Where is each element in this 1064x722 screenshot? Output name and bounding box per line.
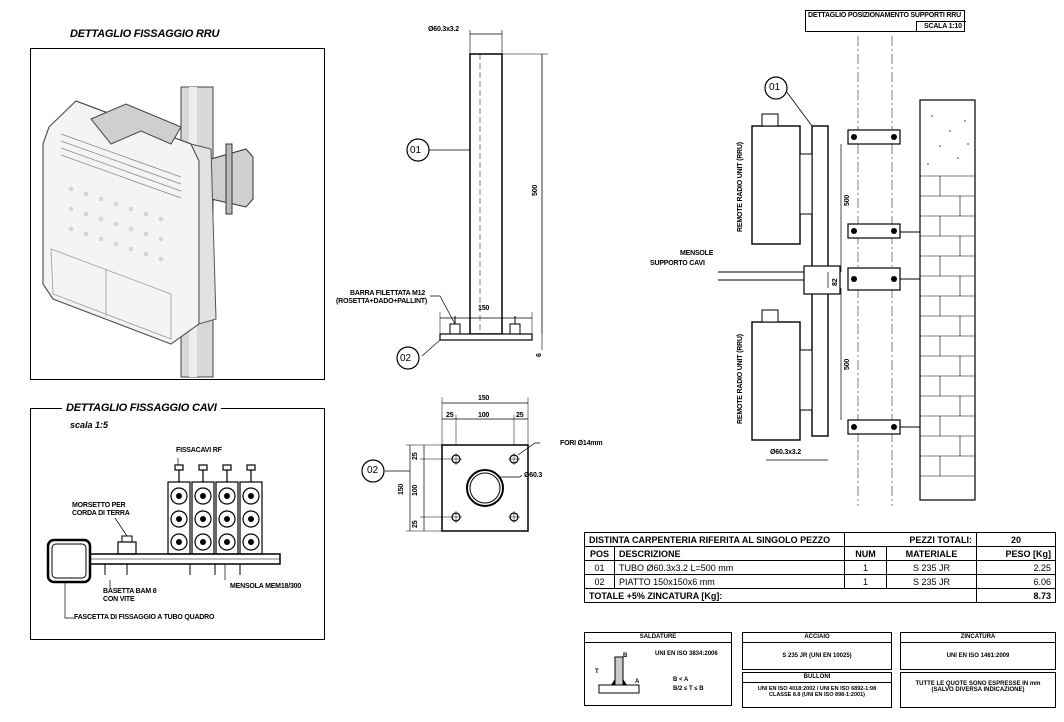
positioning-dim-top: 500 (844, 194, 851, 206)
zincatura-box: ZINCATURA UNI EN ISO 1461:2009 (900, 632, 1056, 670)
saldature-title: SALDATURE (585, 633, 731, 643)
bom-cell: 2.25 (976, 560, 1056, 575)
bom-total-label: PEZZI TOTALI: (844, 532, 977, 547)
saldature-b: B (623, 653, 628, 659)
quote-line-1: TUTTE LE QUOTE SONO ESPRESSE IN mm (915, 681, 1041, 687)
label-basetta-1: BASETTA BAM 8 (103, 588, 157, 595)
pipe-diameter-label: Ø60.3x3.2 (428, 26, 459, 33)
bom-cell: 01 (584, 560, 615, 575)
rru-label-top: REMOTE RADIO UNIT (RRU) (737, 142, 744, 232)
bom-table: DISTINTA CARPENTERIA RIFERITA AL SINGOLO… (584, 532, 1056, 603)
plate-v-dim-total: 150 (398, 483, 405, 495)
label-morsetto-2: CORDA DI TERRA (72, 510, 130, 517)
pipe-marker-01: 01 (410, 145, 422, 156)
quote-box: TUTTE LE QUOTE SONO ESPRESSE IN mm (SALV… (900, 672, 1056, 708)
plate-marker-circle (361, 459, 385, 483)
saldature-formula-2: B/2 ≤ T ≤ B (673, 686, 704, 692)
bom-header-weight: PESO [Kg] (976, 546, 1056, 561)
plate-v-dim-bot: 25 (412, 520, 419, 528)
saldature-box: SALDATURE UNI EN ISO 3834:2006 B T A B <… (584, 632, 732, 706)
plate-marker: 02 (367, 465, 379, 476)
pipe-marker-02: 02 (400, 353, 412, 364)
bom-header-num: NUM (844, 546, 887, 561)
positioning-dim-bottom: 500 (844, 358, 851, 370)
label-basetta-2: CON VITE (103, 596, 135, 603)
pipe-height-dim: 500 (532, 184, 539, 196)
bom-cell: 02 (584, 574, 615, 589)
bom-cell: S 235 JR (886, 560, 977, 575)
rru-illustration (42, 86, 254, 378)
bom-total-value: 20 (976, 532, 1056, 547)
rod-label-1: BARRA FILETTATA M12 (350, 290, 426, 297)
bom-cell: 1 (844, 574, 887, 589)
plate-dim-right: 25 (516, 412, 524, 419)
cable-detail-drawing (46, 458, 281, 619)
saldature-standard: UNI EN ISO 3834:2006 (655, 651, 718, 657)
bom-footer-value: 8.73 (976, 588, 1056, 603)
cable-detail-scale: scala 1:5 (70, 420, 109, 430)
positioning-title-block: DETTAGLIO POSIZIONAMENTO SUPPORTI RRU SC… (805, 10, 966, 32)
saldature-a: A (635, 679, 640, 685)
label-mensola: MENSOLA MEM18/300 (230, 583, 302, 590)
positioning-pipe-label: Ø60.3x3.2 (770, 449, 801, 456)
positioning-marker-circle (764, 76, 788, 100)
positioning-title: DETTAGLIO POSIZIONAMENTO SUPPORTI RRU (808, 12, 961, 19)
plate-dim-mid: 100 (478, 412, 490, 419)
bom-header-desc: DESCRIZIONE (614, 546, 845, 561)
plate-dim-left: 25 (446, 412, 454, 419)
bulloni-box: BULLONI UNI EN ISO 4018:2002 / UNI EN IS… (742, 672, 892, 708)
positioning-dim-mid: 82 (832, 278, 839, 286)
rod-label-2: (ROSETTA+DADO+PALLINT) (336, 298, 428, 305)
plate-dim-total: 150 (478, 395, 490, 402)
marker-circle-02 (396, 346, 420, 370)
table-row: 02 PIATTO 150x150x6 mm 1 S 235 JR 6.06 (584, 574, 1056, 589)
bom-footer-label: TOTALE +5% ZINCATURA [Kg]: (584, 588, 977, 603)
table-row: 01 TUBO Ø60.3x3.2 L=500 mm 1 S 235 JR 2.… (584, 560, 1056, 575)
quote-line-2: (SALVO DIVERSA INDICAZIONE) (931, 687, 1025, 693)
label-morsetto-1: MORSETTO PER (72, 502, 126, 509)
plate-pipe-label: Ø60.3 (524, 472, 543, 479)
positioning-drawing (718, 36, 976, 506)
cable-detail-title: DETTAGLIO FISSAGGIO CAVI (62, 402, 221, 414)
bom-title: DISTINTA CARPENTERIA RIFERITA AL SINGOLO… (584, 532, 845, 547)
acciaio-box: ACCIAIO S 235 JR (UNI EN 10025) (742, 632, 892, 670)
plate-thickness-dim: 6 (536, 353, 543, 357)
saldature-formula-1: B < A (673, 677, 689, 683)
positioning-marker: 01 (769, 82, 781, 93)
bom-header-mat: MATERIALE (886, 546, 977, 561)
acciaio-title: ACCIAIO (743, 633, 891, 643)
plate-width-dim: 150 (478, 305, 490, 312)
mensole-label-2: SUPPORTO CAVI (650, 260, 705, 267)
bom-header-pos: POS (584, 546, 615, 561)
bom-cell: PIATTO 150x150x6 mm (614, 574, 845, 589)
bulloni-line-1: UNI EN ISO 4018:2002 / UNI EN ISO 6892-1… (757, 686, 877, 692)
acciaio-text: S 235 JR (UNI EN 10025) (782, 653, 852, 659)
bom-cell: TUBO Ø60.3x3.2 L=500 mm (614, 560, 845, 575)
plate-plan-drawing (361, 397, 540, 532)
bulloni-line-2: CLASSE 8.8 (UNI EN ISO 898-1:2001) (769, 692, 865, 698)
mensole-label-1: MENSOLE (680, 250, 714, 257)
positioning-scale: SCALA 1:10 (924, 23, 962, 30)
bom-cell: 6.06 (976, 574, 1056, 589)
bom-cell: S 235 JR (886, 574, 977, 589)
label-fissacavi: FISSACAVI RF (176, 447, 222, 454)
saldature-t: T (595, 669, 599, 675)
zincatura-text: UNI EN ISO 1461:2009 (946, 653, 1010, 659)
plate-holes-label: FORI Ø14mm (560, 440, 603, 447)
pipe-elevation-drawing (396, 30, 548, 370)
rru-detail-title: DETTAGLIO FISSAGGIO RRU (70, 28, 220, 40)
bom-cell: 1 (844, 560, 887, 575)
marker-circle-01 (406, 138, 430, 162)
zincatura-title: ZINCATURA (901, 633, 1055, 643)
plate-v-dim-top: 25 (412, 452, 419, 460)
bulloni-title: BULLONI (743, 673, 891, 683)
label-fascetta: FASCETTA DI FISSAGGIO A TUBO QUADRO (74, 614, 215, 621)
plate-v-dim-mid: 100 (412, 484, 419, 496)
rru-label-bottom: REMOTE RADIO UNIT (RRU) (737, 334, 744, 424)
weld-symbol (598, 656, 640, 694)
rru-detail-frame (30, 48, 325, 380)
